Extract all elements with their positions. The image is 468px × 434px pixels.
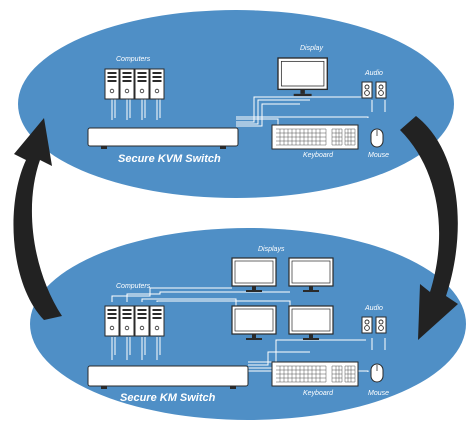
top-cables [111, 96, 386, 128]
top-keyboard [271, 124, 359, 150]
km-switch-box [87, 365, 249, 387]
top-computers-label: Computers [116, 56, 151, 63]
bottom-mouse [370, 363, 384, 383]
top-display-label: Display [300, 45, 323, 52]
bottom-displays-label: Displays [258, 246, 285, 253]
bottom-audio-label: Audio [365, 305, 383, 312]
top-ellipse [18, 10, 454, 198]
top-mouse-label: Mouse [368, 152, 390, 159]
left-arrow-icon [13, 118, 62, 320]
bottom-computers [104, 305, 165, 337]
top-mouse [370, 128, 384, 148]
right-arrow-icon [400, 116, 458, 340]
bottom-switch-label: Secure KM Switch [120, 392, 216, 404]
top-audio-label: Audio [365, 70, 383, 77]
bottom-cables [111, 287, 386, 372]
top-computers [104, 68, 165, 100]
bottom-keyboard [271, 361, 359, 387]
top-keyboard-label: Keyboard [303, 152, 333, 159]
bottom-keyboard-label: Keyboard [303, 390, 333, 397]
kvm-switch-box [87, 127, 239, 147]
bottom-computers-label: Computers [116, 283, 151, 290]
top-switch-label: Secure KVM Switch [118, 153, 221, 165]
bottom-mouse-label: Mouse [368, 390, 390, 397]
